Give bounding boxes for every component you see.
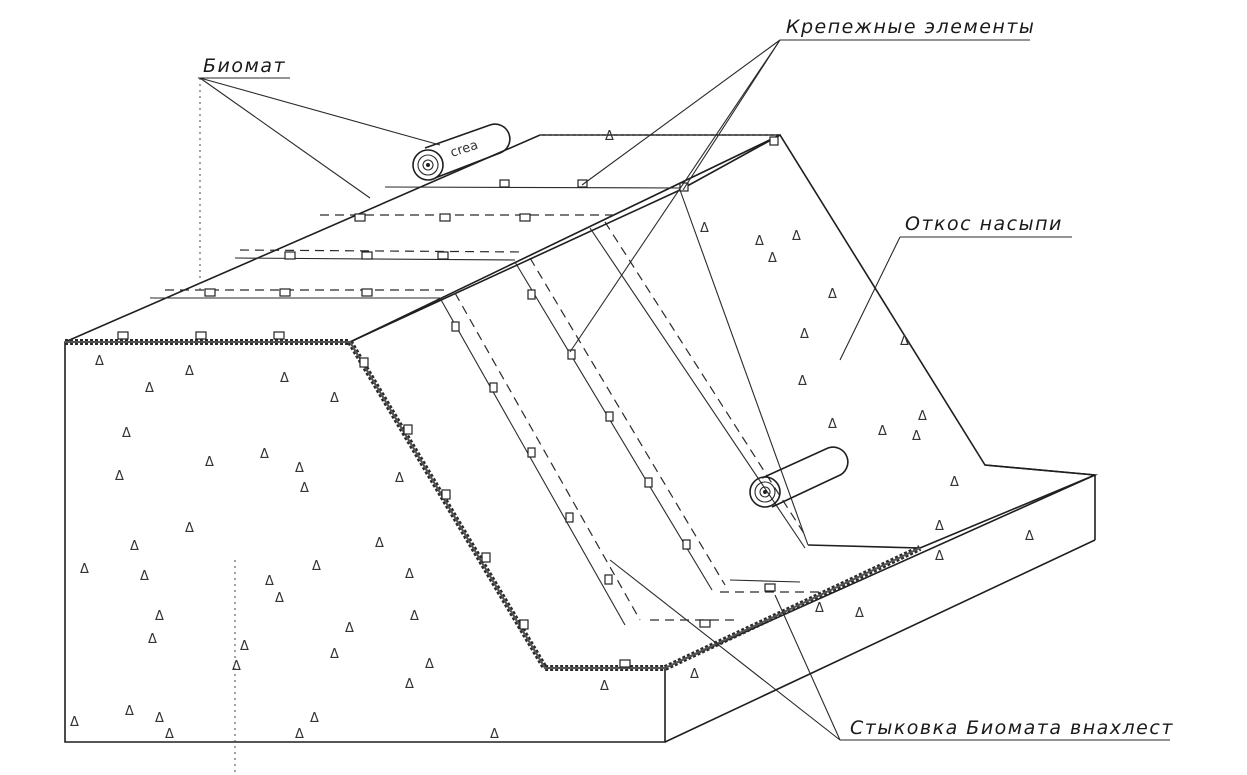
speckle-glyph: Δ	[130, 539, 139, 554]
speckle-glyph: Δ	[828, 287, 837, 302]
speckle-glyph: Δ	[140, 569, 149, 584]
label-embankment-slope: Откос насыпи	[905, 213, 1063, 235]
speckle-glyph: Δ	[300, 481, 309, 496]
speckle-glyph: Δ	[878, 424, 887, 439]
embankment-cross-section	[64, 341, 666, 743]
speckle-glyph: Δ	[155, 711, 164, 726]
speckle-glyph: Δ	[690, 667, 699, 682]
speckle-glyph: Δ	[900, 334, 909, 349]
speckle-glyph: Δ	[700, 221, 709, 236]
speckle-glyph: Δ	[122, 426, 131, 441]
speckle-glyph: Δ	[330, 647, 339, 662]
speckle-glyph: Δ	[185, 364, 194, 379]
speckle-glyph: Δ	[912, 429, 921, 444]
speckle-glyph: Δ	[1025, 529, 1034, 544]
roll-brand-label: crea	[449, 138, 480, 161]
speckle-glyph: Δ	[600, 679, 609, 694]
speckle-glyph: Δ	[155, 609, 164, 624]
speckle-glyph: Δ	[148, 632, 157, 647]
speckle-glyph: Δ	[828, 417, 837, 432]
speckle-glyph: Δ	[490, 727, 499, 742]
speckle-glyph: Δ	[935, 519, 944, 534]
speckle-glyph: Δ	[605, 129, 614, 144]
speckle-glyph: Δ	[395, 471, 404, 486]
labels: Биомат Крепежные элементы Откос насыпи С…	[203, 16, 1174, 739]
speckle-glyph: Δ	[768, 251, 777, 266]
speckle-glyph: Δ	[918, 409, 927, 424]
speckle-glyph: Δ	[185, 521, 194, 536]
speckle-glyph: Δ	[792, 229, 801, 244]
speckle-glyph: Δ	[70, 715, 79, 730]
speckle-glyph: Δ	[345, 621, 354, 636]
embankment-crest	[64, 134, 781, 343]
speckle-glyph: Δ	[205, 455, 214, 470]
speckle-glyph: Δ	[815, 601, 824, 616]
speckle-glyph: Δ	[165, 727, 174, 742]
biomat-section-edge	[65, 339, 922, 671]
speckle-glyph: Δ	[80, 562, 89, 577]
speckle-glyph: Δ	[950, 475, 959, 490]
speckle-glyph: Δ	[265, 574, 274, 589]
speckle-glyph: Δ	[755, 234, 764, 249]
biomat-roll-slope	[749, 446, 849, 508]
speckle-glyph: Δ	[260, 447, 269, 462]
speckle-glyph: Δ	[115, 469, 124, 484]
speckle-glyph: Δ	[405, 677, 414, 692]
speckle-glyph: Δ	[425, 657, 434, 672]
label-overlap-joint: Стыковка Биомата внахлест	[850, 717, 1174, 739]
label-fasteners: Крепежные элементы	[786, 16, 1035, 38]
speckle-glyph: Δ	[295, 727, 304, 742]
speckle-glyph: Δ	[410, 609, 419, 624]
fastener-pins	[117, 136, 779, 668]
speckle-glyph: Δ	[798, 374, 807, 389]
soil-speckles: Δ Δ Δ Δ Δ Δ Δ Δ Δ Δ Δ Δ Δ Δ Δ Δ Δ Δ Δ Δ …	[70, 129, 1034, 742]
speckle-glyph: Δ	[145, 381, 154, 396]
speckle-glyph: Δ	[95, 354, 104, 369]
toe-berm	[664, 464, 1096, 743]
speckle-glyph: Δ	[375, 536, 384, 551]
biomat-roll-top: crea	[412, 123, 511, 181]
speckle-glyph: Δ	[935, 549, 944, 564]
leader-lines	[198, 39, 1170, 741]
speckle-glyph: Δ	[310, 711, 319, 726]
speckle-glyph: Δ	[312, 559, 321, 574]
speckle-glyph: Δ	[855, 606, 864, 621]
speckle-glyph: Δ	[800, 327, 809, 342]
speckle-glyph: Δ	[295, 461, 304, 476]
speckle-glyph: Δ	[240, 639, 249, 654]
speckle-glyph: Δ	[330, 391, 339, 406]
speckle-glyph: Δ	[232, 659, 241, 674]
crest-mat-strips	[150, 134, 780, 299]
speckle-glyph: Δ	[125, 704, 134, 719]
label-biomat: Биомат	[203, 55, 286, 77]
speckle-glyph: Δ	[275, 591, 284, 606]
speckle-glyph: Δ	[405, 567, 414, 582]
speckle-glyph: Δ	[280, 371, 289, 386]
